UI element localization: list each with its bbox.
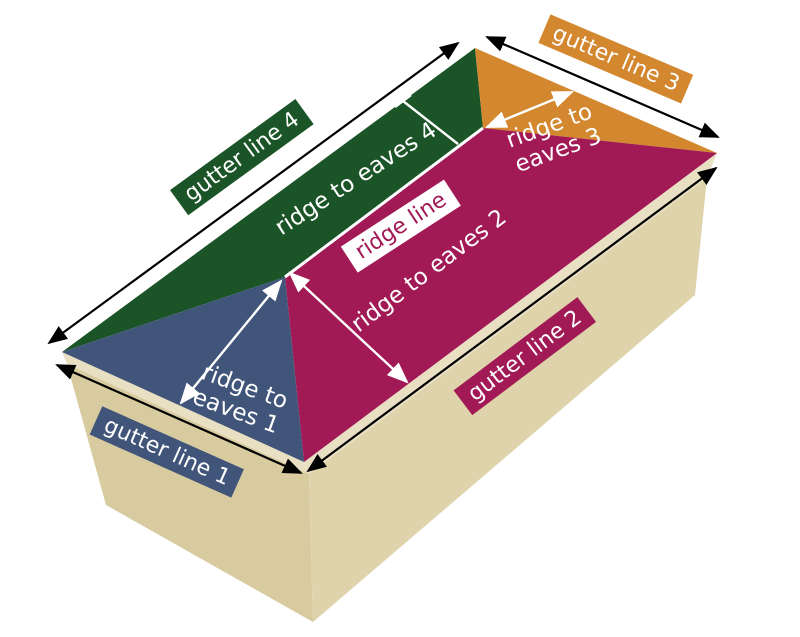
dimension-gutter-line-3 bbox=[485, 35, 720, 139]
dimension-gutter-line-4 bbox=[47, 41, 460, 345]
dimension-gutter-line-1 bbox=[55, 363, 303, 475]
dimension-gutter-line-2 bbox=[306, 166, 718, 473]
